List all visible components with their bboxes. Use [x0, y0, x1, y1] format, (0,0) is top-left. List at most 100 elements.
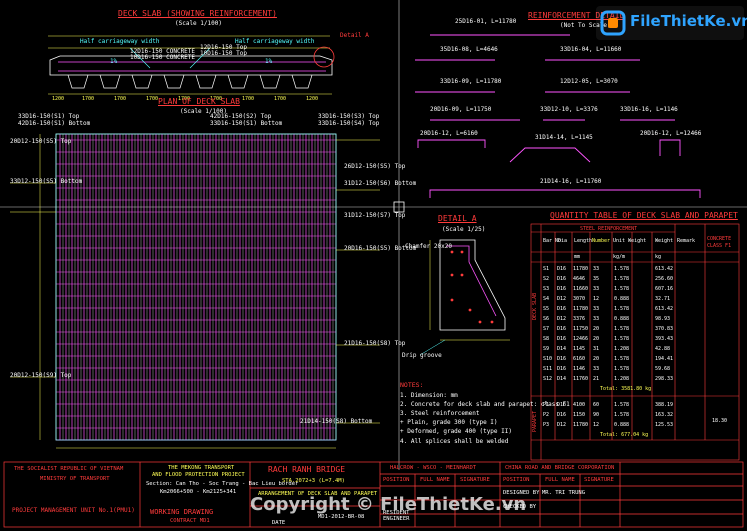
qt-cell: 388.19	[655, 402, 674, 408]
qt-cell: D14	[557, 376, 567, 382]
plan-bar-mark: 21D14-150(S8) Bottom	[300, 418, 373, 425]
qt-cell: P1	[543, 402, 550, 408]
qt-cell: 32.71	[655, 296, 671, 302]
qt-col-number: Number	[592, 238, 611, 244]
plan-scale: (Scale 1/100)	[180, 108, 227, 115]
tb-sheet: MD1-2012-BR-08	[318, 514, 365, 520]
tb-date-label: DATE	[272, 520, 286, 526]
qt-cell: D16	[557, 306, 567, 312]
qt-cell: 6160	[573, 356, 586, 362]
qt-cell: D14	[557, 346, 567, 352]
tb-signature: SIGNATURE	[460, 477, 490, 483]
title-block-frame	[3, 461, 744, 528]
note-item: 2. Concrete for deck slab and parapet: c…	[400, 401, 570, 408]
qt-concrete-qty: 18.30	[712, 418, 728, 424]
tb-stage: WORKING DRAWING	[150, 508, 214, 516]
plan-of-deck-slab	[10, 133, 380, 449]
note-item: 3. Steel reinforcement	[400, 410, 480, 417]
qt-cell: 11780	[573, 266, 589, 272]
qt-cell: 33	[593, 306, 600, 312]
qt-cell: 20	[593, 326, 600, 332]
section-label-left: Half carriageway width	[80, 38, 160, 45]
qt-cell: D16	[557, 326, 567, 332]
qt-cell: D16	[557, 276, 567, 282]
deck-slab-section	[48, 35, 335, 95]
plan-bar-mark: 21D16-150(S8) Top	[344, 340, 406, 347]
qt-cell: S11	[543, 366, 553, 372]
qt-cell: 125.53	[655, 422, 674, 428]
tb-pmu: PROJECT MANAGEMENT UNIT No.1(PMU1)	[12, 507, 135, 514]
bar-label: 25D16-01, L=11780	[455, 18, 517, 25]
bar-label: 21D14-16, L=11760	[540, 178, 602, 185]
qt-cell: D16	[557, 412, 567, 418]
qt-group-slab: DECK SLAB	[532, 292, 538, 320]
crossfall-label: 1%	[110, 58, 118, 65]
section-bar-mark: 10D16-150 Top	[200, 50, 247, 57]
qt-concrete-label: CONCRETE CLASS F1	[707, 236, 732, 249]
dimension-label: 1700	[178, 96, 191, 102]
qt-cell: 194.41	[655, 356, 674, 362]
qt-col-remark: Remark	[677, 238, 696, 244]
qt-cell: D16	[557, 366, 567, 372]
qt-cell: 4100	[573, 402, 586, 408]
qt-cell: S9	[543, 346, 550, 352]
tb-checked-by: CHECKED BY	[503, 504, 537, 510]
qt-cell: 1.578	[614, 326, 630, 332]
qt-col-bar: Bar No	[543, 238, 562, 244]
qt-cell: 1.578	[614, 366, 630, 372]
bar-label: 33D16-09, L=11780	[440, 78, 502, 85]
tb-station: STA.2072+3 (L=7.4M)	[282, 478, 345, 484]
qt-cell: 1150	[573, 412, 586, 418]
tb-consultant: HALCROW - WSCO - MEINHARDT	[390, 465, 477, 471]
reinf-detail-title: REINFORCEMENT DETAIL	[528, 11, 625, 20]
bar-label: 33D12-10, L=3376	[540, 106, 598, 113]
qt-cell: P2	[543, 412, 550, 418]
plan-bar-mark: 20D12-150(S5) Top	[10, 138, 72, 145]
bar-label: 20D16-09, L=11750	[430, 106, 492, 113]
chamfer-label: Chamfer 20x20	[405, 243, 452, 250]
qt-total-slab: Total: 3581.80 kg	[600, 386, 652, 392]
notes-heading: NOTES:	[400, 381, 424, 389]
crossfall-label: 1%	[265, 58, 273, 65]
qt-cell: 33	[593, 316, 600, 322]
note-item: 1. Dimension: mm	[400, 392, 458, 399]
qt-cell: S7	[543, 326, 550, 332]
bar-label: 35D16-08, L=4646	[440, 46, 498, 53]
qt-cell: 12	[593, 422, 600, 428]
section-label-right: Half carriageway width	[235, 38, 315, 45]
copyright-watermark: Copyright © FileThietKe.vn	[250, 494, 527, 515]
qt-cell: 298.33	[655, 376, 674, 382]
qt-cell: D16	[557, 266, 567, 272]
qt-cell: 21	[593, 376, 600, 382]
qt-cell: S8	[543, 336, 550, 342]
qt-cell: 1.578	[614, 276, 630, 282]
dimension-label: 1700	[274, 96, 287, 102]
tb-designed-by: DESIGNED BY	[503, 490, 540, 496]
tb-contractor: CHINA ROAD AND BRIDGE CORPORATION	[505, 465, 615, 471]
dimension-label: 1700	[210, 96, 223, 102]
qt-cell: 31	[593, 346, 600, 352]
qt-cell: 0.888	[614, 422, 630, 428]
bar-label: 33D16-16, L=1146	[620, 106, 678, 113]
detail-a-title: DETAIL A	[438, 214, 477, 223]
qt-cell: S1	[543, 266, 550, 272]
detail-a	[419, 239, 510, 356]
qt-cell: 4646	[573, 276, 586, 282]
plan-bar-mark: 42D16-150(S2) Top	[210, 113, 272, 120]
qt-cell: 33	[593, 286, 600, 292]
dimension-label: 1700	[242, 96, 255, 102]
section-bar-mark: 12D16-150 Top	[200, 44, 247, 51]
plan-bar-mark: 33D16-150(S1) Top	[18, 113, 80, 120]
qt-cell: 1.578	[614, 412, 630, 418]
qt-cell: D16	[557, 356, 567, 362]
qt-cell: D16	[557, 402, 567, 408]
dimension-label: 1700	[114, 96, 127, 102]
qt-cell: 1146	[573, 366, 586, 372]
qt-unit: kg/m	[613, 254, 626, 260]
bar-label: 31D14-14, L=1145	[535, 134, 593, 141]
qt-cell: 12466	[573, 336, 589, 342]
qt-cell: 1.578	[614, 266, 630, 272]
deck-slab-scale: (Scale 1/100)	[175, 20, 222, 27]
tb-section: Section: Can Tho - Soc Trang - Bac Lieu …	[146, 481, 299, 487]
dimension-label: 1700	[146, 96, 159, 102]
